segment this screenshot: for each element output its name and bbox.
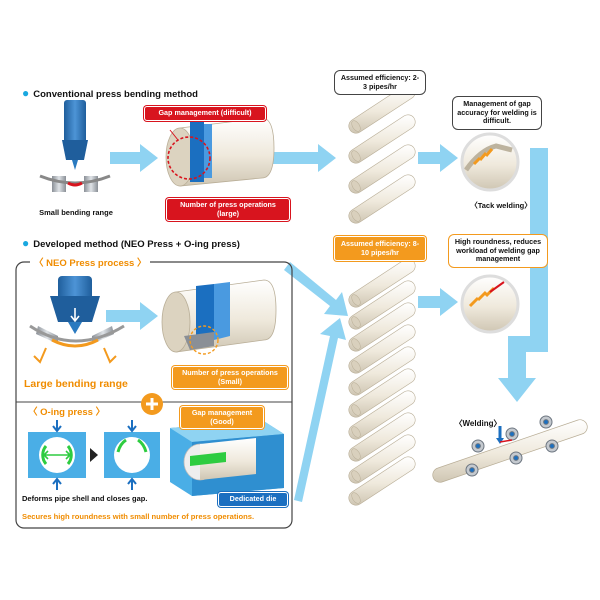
tack-welding-caption: 〈Tack welding〉: [470, 201, 532, 210]
conventional-press-illustration: [39, 100, 111, 192]
conventional-pipe-illustration: [165, 117, 275, 187]
welding-line-illustration: [432, 415, 588, 483]
press-operations-large-callout: Number of press operations (large): [166, 198, 290, 222]
dedicated-die-illustration: [170, 420, 284, 496]
roundness-note: High roundness, reduces workload of weld…: [448, 234, 548, 268]
large-bending-range-caption: Large bending range: [24, 378, 128, 390]
neo-press-process-label: 〈 NEO Press process 〉: [30, 255, 151, 269]
developed-section-title: ●Developed method (NEO Press + O-ing pre…: [22, 236, 240, 250]
welding-caption: 〈Welding〉: [454, 419, 502, 428]
small-bending-range-caption: Small bending range: [39, 208, 113, 217]
conventional-pipe-stack: [348, 84, 416, 224]
tack-welding-conventional: [460, 132, 520, 192]
neo-pipe-illustration: [161, 279, 277, 355]
conventional-efficiency-callout: Assumed efficiency: 2-3 pipes/hr: [334, 70, 426, 96]
neo-press-illustration: [29, 276, 125, 364]
secures-caption: Secures high roundness with small number…: [22, 512, 255, 521]
conventional-section-title: ●Conventional press bending method: [22, 86, 198, 100]
deforms-caption: Deforms pipe shell and closes gap.: [22, 494, 148, 503]
bullet-icon: ●: [22, 86, 30, 100]
press-operations-small-callout: Number of press operations (Small): [172, 366, 288, 390]
gap-management-good-callout: Gap management (Good): [180, 406, 264, 430]
gap-accuracy-note: Management of gap accuracy for welding i…: [452, 96, 542, 130]
dedicated-die-callout: Dedicated die: [218, 492, 288, 507]
bullet-icon: ●: [22, 236, 30, 250]
developed-efficiency-callout: Assumed efficiency: 8-10 pipes/hr: [334, 236, 426, 262]
oing-press-label: 〈 O-ing press 〉: [24, 404, 110, 418]
developed-panel: [15, 261, 293, 529]
tack-welding-developed: [460, 274, 520, 334]
oing-press-illustration: [28, 420, 160, 490]
developed-pipe-stack: [348, 258, 416, 506]
plus-icon: [141, 393, 163, 415]
flow-arrows: [106, 144, 548, 502]
gap-management-difficult-callout: Gap management (difficult): [144, 106, 266, 121]
